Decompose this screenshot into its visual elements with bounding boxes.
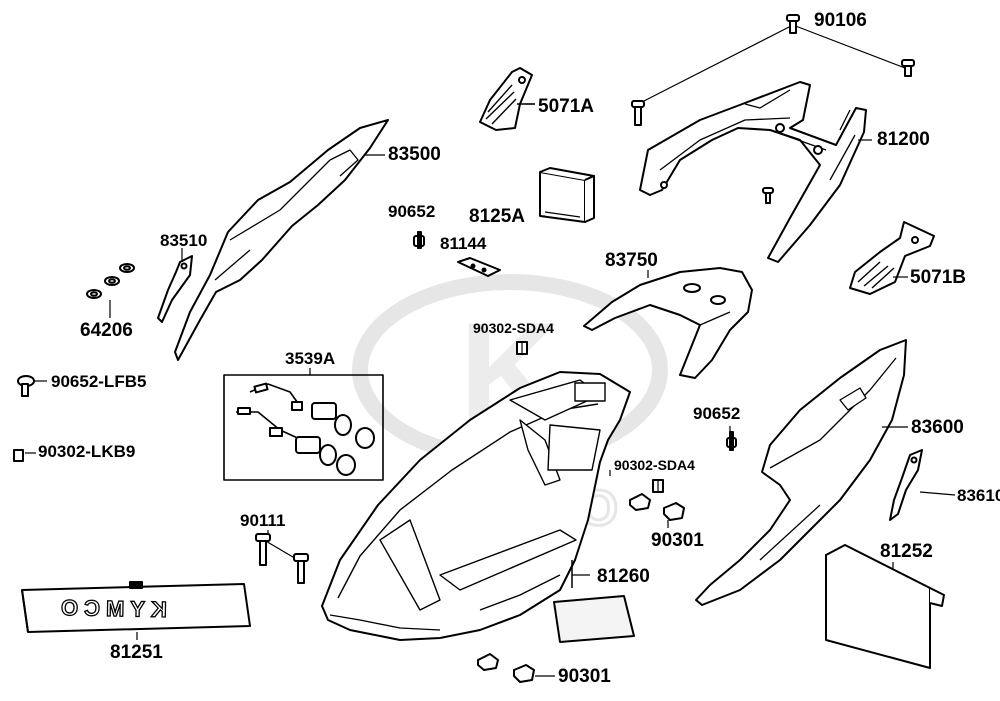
clip-90302-top (516, 341, 528, 355)
label-90302-LKB9: 90302-LKB9 (38, 442, 136, 461)
bolt-90106-right (901, 59, 915, 77)
label-90302-SDA4-top: 90302-SDA4 (473, 320, 554, 336)
screw-90652-top (413, 231, 425, 249)
footrest-5071B (849, 221, 935, 295)
side-cover-83500 (174, 119, 389, 361)
label-83750: 83750 (605, 250, 658, 271)
box-8125A (539, 167, 595, 223)
nuts-90301-bottom (477, 653, 535, 683)
label-90652-right: 90652 (693, 404, 741, 423)
emblem-kymco-text: KYMCO (54, 594, 168, 622)
leader-lines (25, 103, 956, 677)
label-90652-LFB5: 90652-LFB5 (51, 372, 147, 391)
footrest-5071A (479, 67, 535, 131)
bracket-83510 (157, 255, 193, 323)
label-3539A: 3539A (285, 349, 336, 368)
panel-81252 (825, 544, 945, 669)
label-90652-top: 90652 (388, 202, 436, 221)
bolt-90106-group (631, 14, 915, 126)
label-83510: 83510 (160, 231, 208, 250)
pad-81144 (457, 257, 501, 277)
label-81260: 81260 (597, 566, 650, 587)
label-8125A: 8125A (469, 206, 525, 227)
bolt-90106-top (786, 14, 800, 34)
grab-rail-81200 (639, 81, 867, 263)
label-64206: 64206 (80, 320, 133, 341)
storage-box-81260 (321, 371, 631, 641)
label-81144: 81144 (440, 234, 487, 253)
label-83610: 83610 (957, 486, 1000, 505)
label-83600: 83600 (911, 417, 964, 438)
label-81252: 81252 (880, 541, 933, 562)
label-81251: 81251 (110, 642, 163, 663)
screw-90652-LFB5 (17, 375, 47, 397)
label-5071A: 5071A (538, 96, 594, 117)
label-90301-right: 90301 (651, 530, 704, 551)
bolt-small-center (762, 187, 774, 204)
emblem-board-81251 (21, 581, 251, 633)
clip-90302-LKB9 (13, 449, 24, 462)
side-cover-83600 (695, 339, 907, 606)
label-90302-SDA4-right: 90302-SDA4 (614, 457, 695, 473)
label-81200: 81200 (877, 129, 930, 150)
label-90111: 90111 (240, 511, 286, 530)
label-5071B: 5071B (910, 267, 966, 288)
screw-90652-right (726, 431, 737, 451)
bolts-90111 (255, 533, 309, 584)
nuts-90301-right (629, 493, 685, 521)
label-90106: 90106 (814, 10, 867, 31)
rear-cover-83750 (583, 267, 753, 379)
kit-3539A (223, 368, 384, 481)
clip-90302-right (652, 479, 664, 493)
washers-64206 (86, 263, 135, 299)
label-90301-bottom: 90301 (558, 666, 611, 687)
bracket-83610 (889, 449, 923, 521)
label-83500: 83500 (388, 144, 441, 165)
pad-81260 (553, 595, 635, 643)
bolt-90106-left (631, 100, 645, 126)
